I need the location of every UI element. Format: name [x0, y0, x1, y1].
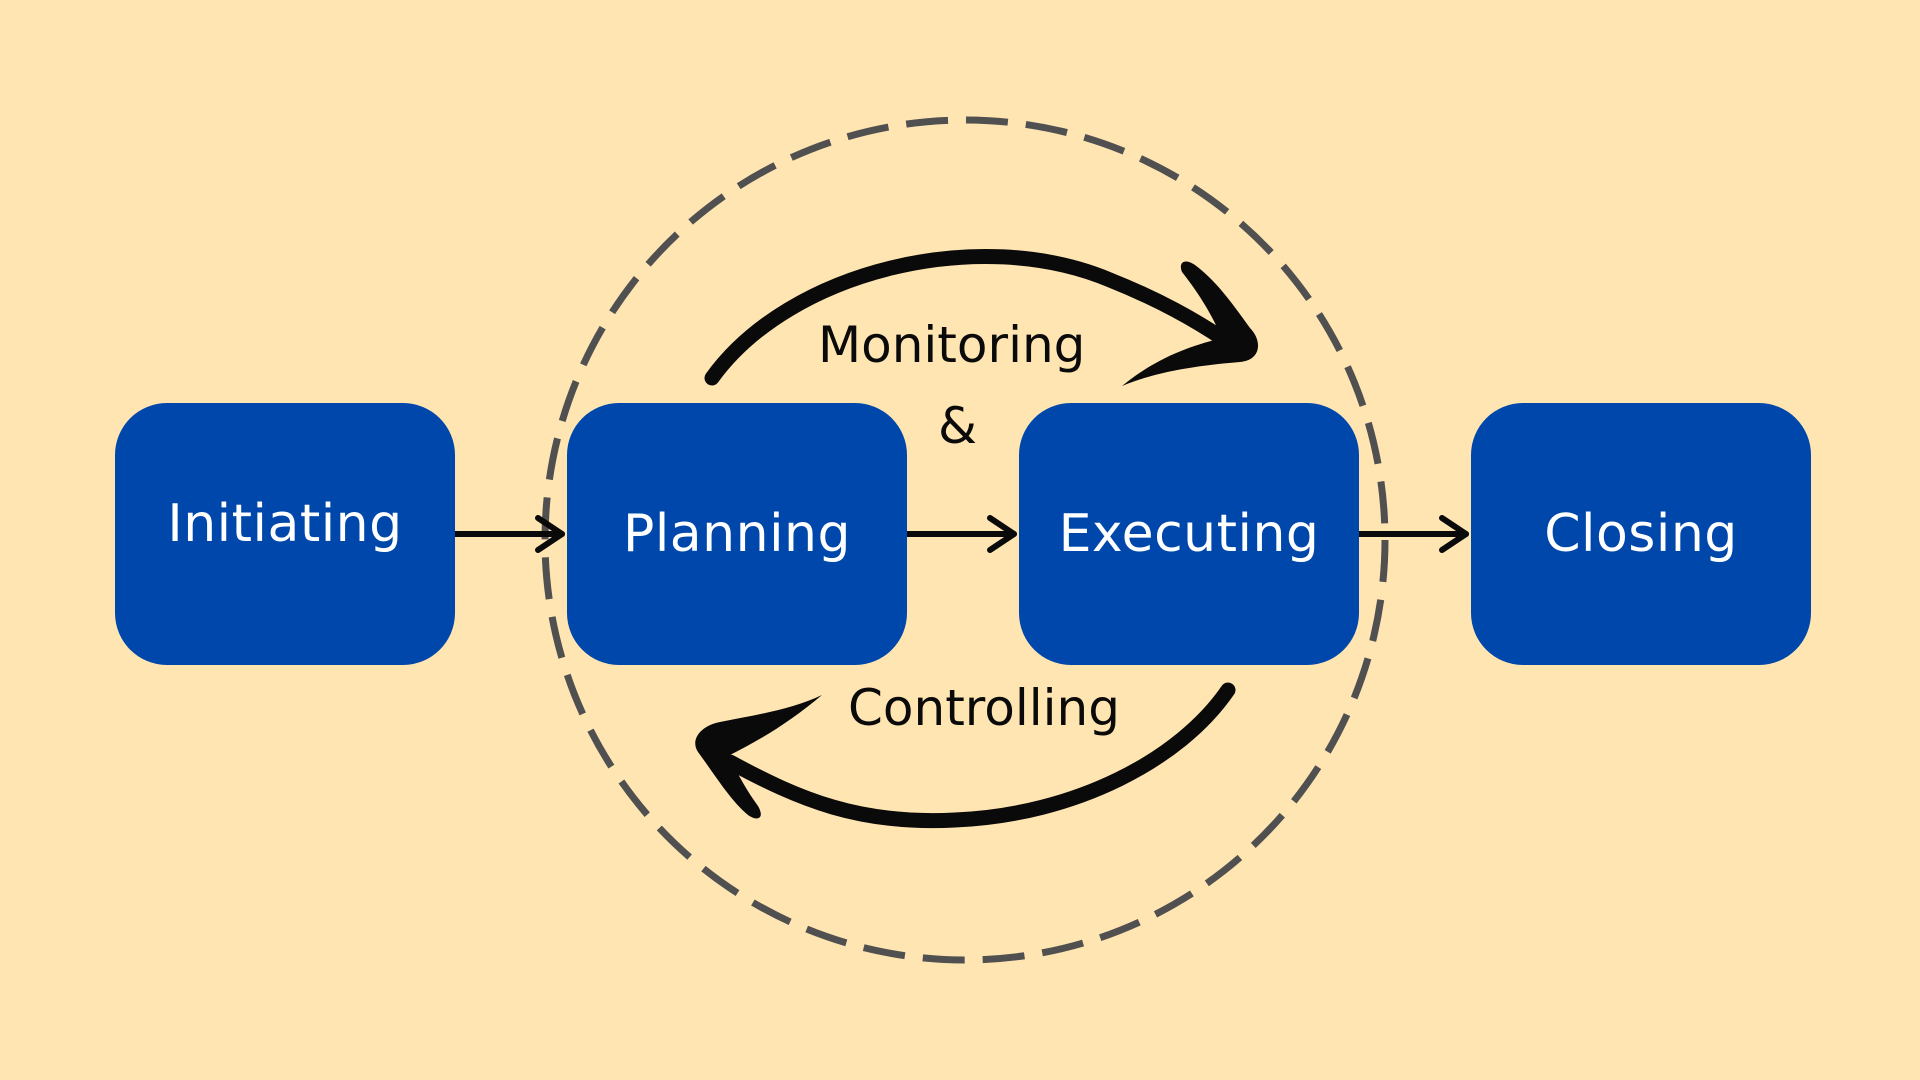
cycle-dashed-circle — [541, 116, 1389, 964]
stage-initiating-box: Initiating — [115, 403, 455, 665]
controlling-curved-arrow — [695, 682, 1236, 829]
arrow-initiating-to-planning — [452, 515, 565, 553]
stage-executing-box: Executing — [1019, 403, 1359, 665]
arrow-planning-to-executing — [904, 515, 1017, 553]
stage-initiating-label: Initiating — [167, 494, 403, 554]
stage-closing-box: Closing — [1471, 403, 1811, 665]
monitoring-label: Monitoring — [818, 316, 1086, 374]
arrow-executing-to-closing — [1356, 515, 1469, 553]
stage-planning-label: Planning — [623, 504, 851, 564]
stage-executing-label: Executing — [1058, 504, 1320, 564]
stage-planning-box: Planning — [567, 403, 907, 665]
stage-closing-label: Closing — [1544, 504, 1738, 564]
controlling-label: Controlling — [848, 679, 1120, 737]
ampersand-label: & — [938, 397, 977, 455]
monitoring-curved-arrow — [704, 249, 1259, 386]
